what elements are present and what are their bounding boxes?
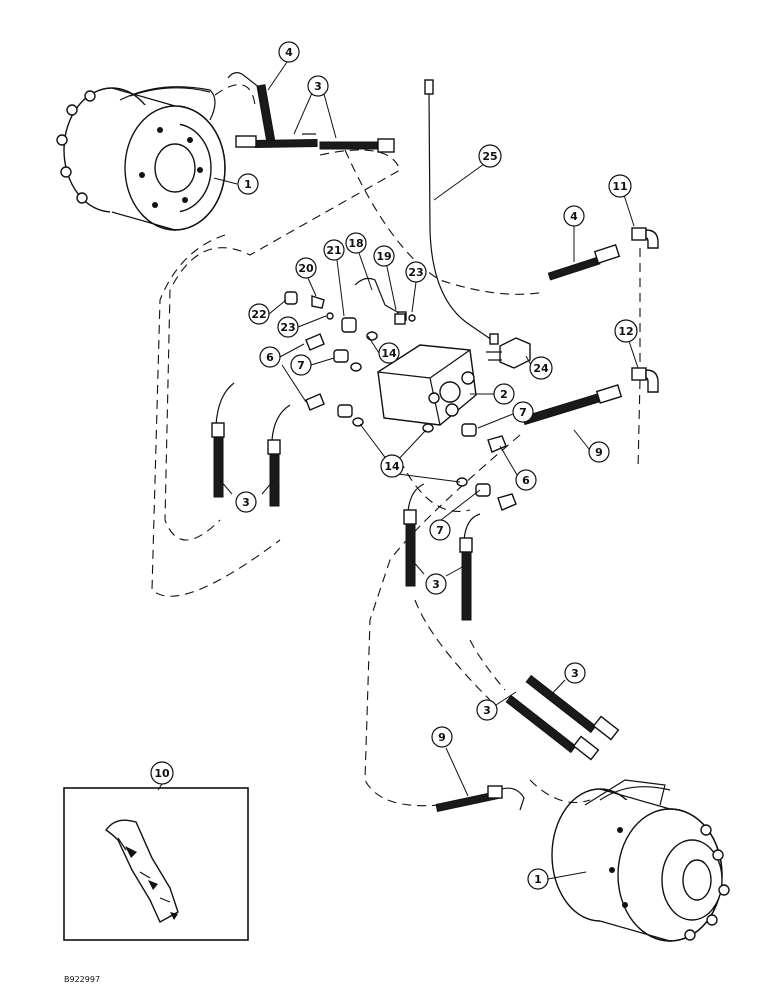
svg-text:3: 3 (432, 578, 440, 591)
callout-9-right: 9 (588, 441, 610, 463)
svg-text:1: 1 (534, 873, 542, 886)
callout-2: 2 (493, 383, 515, 405)
callout-1-lower: 1 (527, 868, 549, 890)
valve-block (377, 344, 477, 426)
callout-14-lower: 14 (380, 454, 404, 478)
callout-20: 20 (295, 257, 317, 279)
callout-24: 24 (529, 356, 553, 380)
callout-3-top: 3 (307, 75, 329, 97)
svg-text:3: 3 (242, 496, 250, 509)
callout-23-upper: 23 (405, 261, 427, 283)
svg-text:4: 4 (570, 210, 578, 223)
svg-text:7: 7 (519, 406, 527, 419)
svg-text:22: 22 (251, 308, 266, 321)
callout-25: 25 (478, 144, 502, 168)
svg-text:2: 2 (500, 388, 508, 401)
callout-4-upper: 4 (278, 41, 300, 63)
wheel-motor-lower (551, 779, 730, 942)
callout-23-lower: 23 (277, 316, 299, 338)
svg-text:25: 25 (482, 150, 497, 163)
inset-box (63, 787, 249, 941)
callout-7-right: 7 (512, 401, 534, 423)
svg-text:14: 14 (381, 347, 397, 360)
leader-lines (157, 58, 639, 880)
callout-12: 12 (614, 319, 638, 343)
svg-text:14: 14 (384, 460, 400, 473)
svg-text:21: 21 (326, 244, 341, 257)
callout-18: 18 (345, 232, 367, 254)
callout-21: 21 (323, 239, 345, 261)
svg-text:12: 12 (618, 325, 633, 338)
wheel-motor-upper (56, 86, 226, 231)
callout-9-lower: 9 (431, 726, 453, 748)
hose-set (211, 72, 623, 812)
svg-text:18: 18 (348, 237, 363, 250)
svg-text:3: 3 (483, 704, 491, 717)
svg-text:3: 3 (571, 667, 579, 680)
callout-19: 19 (373, 245, 395, 267)
callout-10: 10 (150, 761, 174, 785)
callout-11: 11 (608, 174, 632, 198)
callout-circles: 4 3 1 25 11 4 18 21 19 20 23 22 23 12 6 … (150, 41, 638, 890)
callout-3-middle: 3 (425, 573, 447, 595)
callout-22: 22 (248, 303, 270, 325)
fittings-right (631, 227, 659, 393)
svg-text:9: 9 (595, 446, 603, 459)
callout-3-lower-left: 3 (476, 699, 498, 721)
valve-fittings (284, 277, 531, 511)
callout-6-upper: 6 (259, 346, 281, 368)
hose-routing-lines (151, 84, 641, 807)
callout-1-upper: 1 (237, 173, 259, 195)
svg-text:7: 7 (297, 359, 305, 372)
callout-7-upper: 7 (290, 354, 312, 376)
svg-text:4: 4 (285, 46, 293, 59)
callout-7-lower: 7 (429, 519, 451, 541)
svg-text:9: 9 (438, 731, 446, 744)
svg-text:1: 1 (244, 178, 252, 191)
svg-text:23: 23 (408, 266, 423, 279)
svg-text:3: 3 (314, 80, 322, 93)
svg-text:19: 19 (376, 250, 391, 263)
svg-text:23: 23 (280, 321, 295, 334)
callout-14-upper: 14 (378, 342, 400, 364)
svg-text:11: 11 (612, 180, 627, 193)
svg-text:6: 6 (266, 351, 274, 364)
callout-6-lower: 6 (515, 469, 537, 491)
callout-4-right: 4 (563, 205, 585, 227)
wire-harness (424, 79, 499, 345)
callout-3-left: 3 (235, 491, 257, 513)
svg-text:7: 7 (436, 524, 444, 537)
svg-text:24: 24 (533, 362, 549, 375)
svg-text:10: 10 (154, 767, 170, 780)
svg-text:20: 20 (298, 262, 314, 275)
callout-3-lower-right: 3 (564, 662, 586, 684)
figure-code: B922997 (64, 975, 100, 984)
svg-text:6: 6 (522, 474, 530, 487)
